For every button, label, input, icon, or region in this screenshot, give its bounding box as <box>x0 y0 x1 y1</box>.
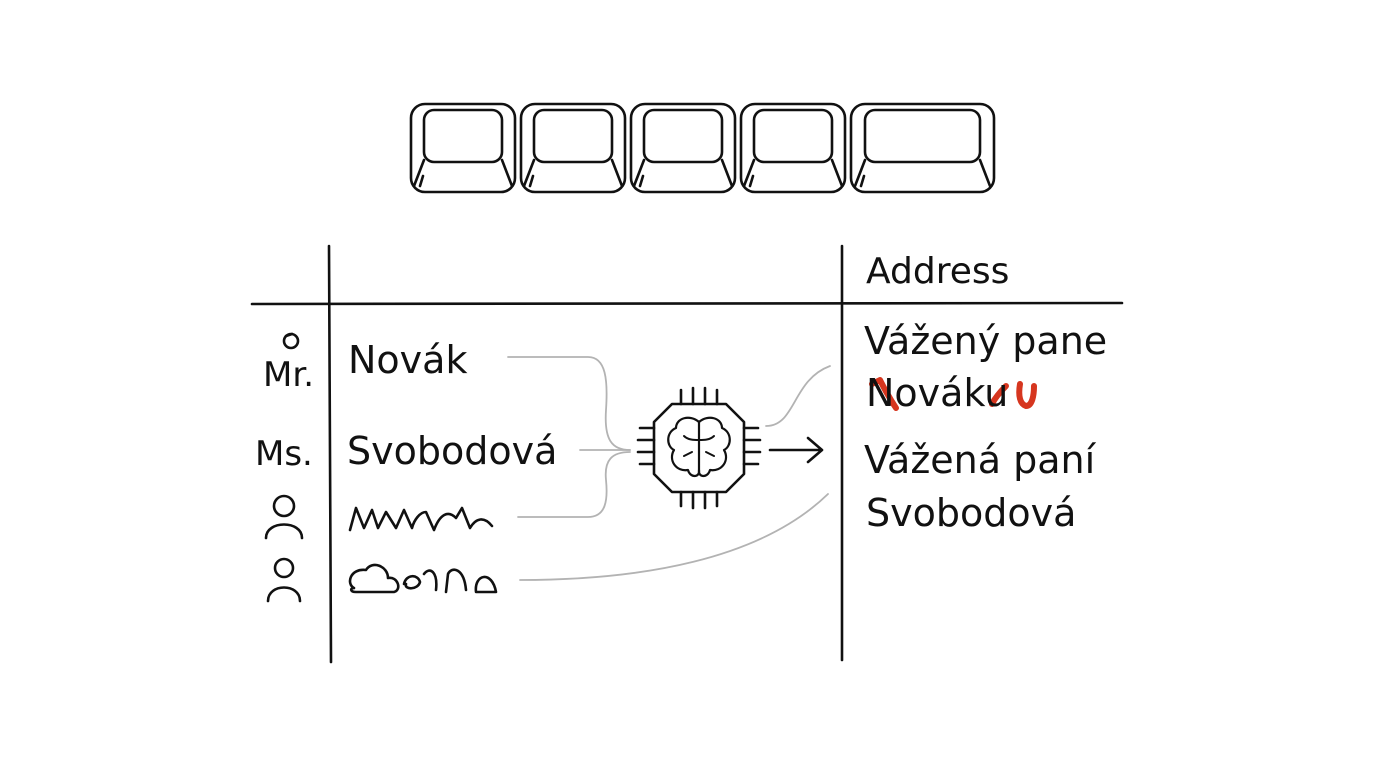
ai-chip-brain-icon <box>636 386 762 510</box>
table-grid <box>250 244 1124 664</box>
highlight-stroke <box>989 383 1009 407</box>
highlight-strokes <box>869 377 1037 411</box>
small-circle-icon <box>282 332 300 350</box>
highlight-stroke <box>1016 381 1037 409</box>
salutation-name: Svobodová <box>866 491 1077 535</box>
header-rule <box>250 301 1124 306</box>
keycap-icon <box>519 102 627 194</box>
salutation-line: Vážený pane <box>864 319 1108 363</box>
highlight-stroke <box>869 377 899 411</box>
person-icon <box>264 494 304 540</box>
salutation-line: Vážená paní <box>864 438 1096 482</box>
address-column-header: Address <box>866 251 1010 292</box>
column-divider <box>327 244 333 664</box>
person-icon <box>266 557 302 603</box>
salutation-name: Nováku <box>866 371 1009 415</box>
connector-lines <box>507 356 831 581</box>
surname-label: Novák <box>348 338 468 382</box>
keycap-icon <box>739 102 847 194</box>
arrow-right-icon <box>768 436 824 464</box>
keycap-row <box>409 102 996 194</box>
keycap-icon <box>629 102 737 194</box>
keycap-icon <box>409 102 517 194</box>
surname-label: Svobodová <box>347 429 558 473</box>
scribble-name-icon <box>348 563 498 594</box>
honorific-label: Ms. <box>255 434 313 474</box>
honorific-label: Mr. <box>263 355 314 395</box>
scribble-name-icon <box>348 506 494 532</box>
keycap-icon <box>849 102 996 194</box>
